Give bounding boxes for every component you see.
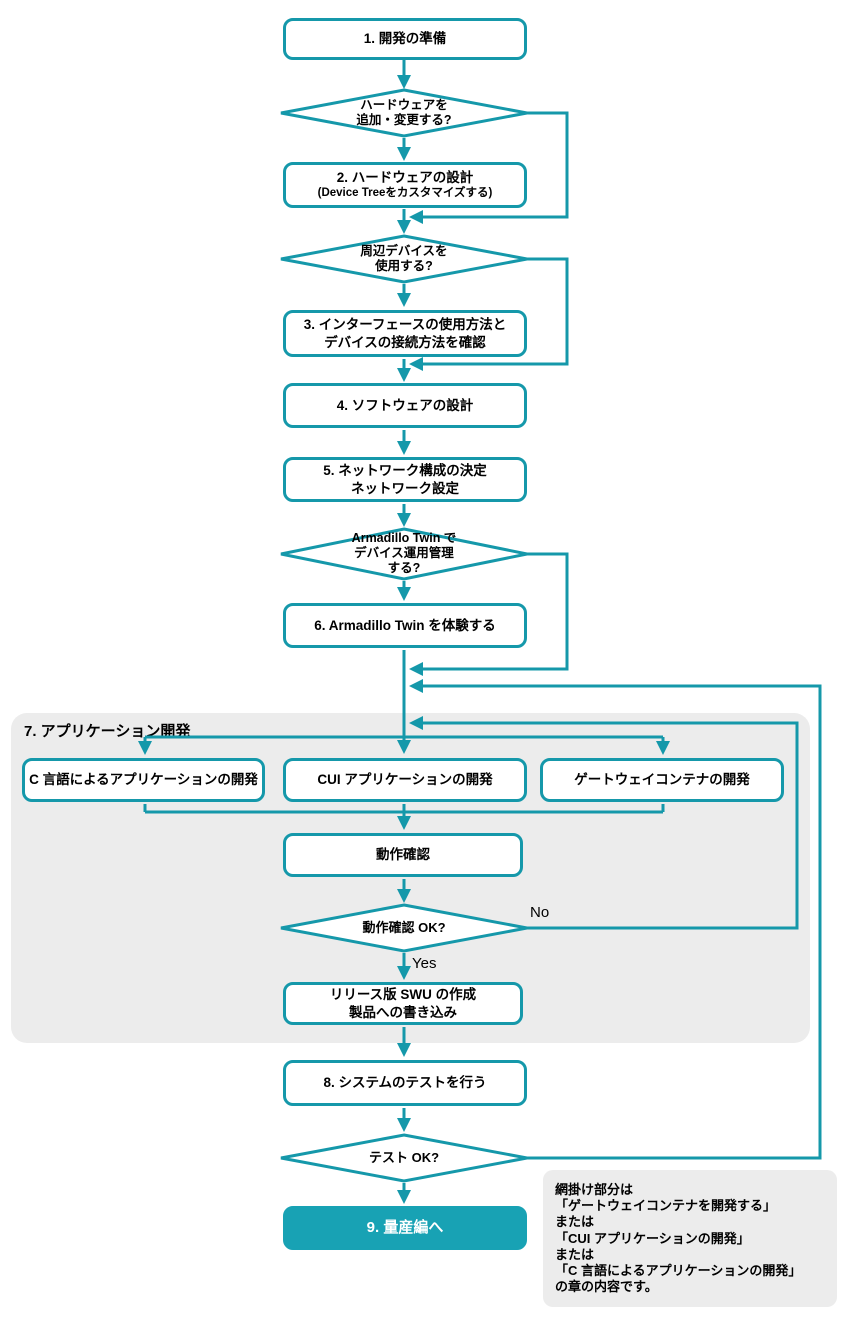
decision-diamond-test-ok xyxy=(280,1133,528,1183)
label-peripheral-decision: 周辺デバイスを 使用する? xyxy=(360,244,448,273)
node-system-test: 8. システムのテストを行う xyxy=(283,1060,527,1106)
label-no: No xyxy=(530,904,550,921)
node-twin-try: 6. Armadillo Twin を体験する xyxy=(283,603,527,648)
node-release: リリース版 SWU の作成 製品への書き込み xyxy=(283,982,523,1025)
decision-diamond-check-ok xyxy=(280,903,528,953)
edge-peripheral-bypass xyxy=(409,257,569,371)
decision-diamond-hardware xyxy=(280,88,528,138)
edge-twindecision-bypass xyxy=(409,552,569,676)
legend-note: 網掛け部分は 「ゲートウェイコンテナを開発する」 または 「CUI アプリケーシ… xyxy=(543,1170,837,1307)
label-yes: Yes xyxy=(412,955,437,972)
label-twin-decision: Armadillo Twin で デバイス運用管理 する? xyxy=(351,531,457,575)
decision-diamond-twin xyxy=(280,527,528,581)
node-check: 動作確認 xyxy=(283,833,523,877)
node-sw-design: 4. ソフトウェアの設計 xyxy=(283,383,527,428)
node-mass-production: 9. 量産編へ xyxy=(283,1206,527,1250)
label-test-decision: テスト OK? xyxy=(368,1150,440,1165)
node-hw-design: 2. ハードウェアの設計 (Device Treeをカスタマイズする) xyxy=(283,162,527,208)
node-dev-cui: CUI アプリケーションの開発 xyxy=(283,758,527,802)
node-network: 5. ネットワーク構成の決定 ネットワーク設定 xyxy=(283,457,527,502)
label-check-decision: 動作確認 OK? xyxy=(362,920,446,935)
edge-test-no-loop xyxy=(409,679,822,1160)
node-dev-c: C 言語によるアプリケーションの開発 xyxy=(22,758,265,802)
node-prepare: 1. 開発の準備 xyxy=(283,18,527,60)
edge-check-no-loop xyxy=(409,716,799,930)
label-hw-decision: ハードウェアを 追加・変更する? xyxy=(356,98,452,127)
node-interface-check: 3. インターフェースの使用方法と デバイスの接続方法を確認 xyxy=(283,310,527,357)
edge-hwdecision-bypass xyxy=(409,111,569,224)
node-dev-gateway: ゲートウェイコンテナの開発 xyxy=(540,758,784,802)
decision-diamond-peripheral xyxy=(280,234,528,284)
